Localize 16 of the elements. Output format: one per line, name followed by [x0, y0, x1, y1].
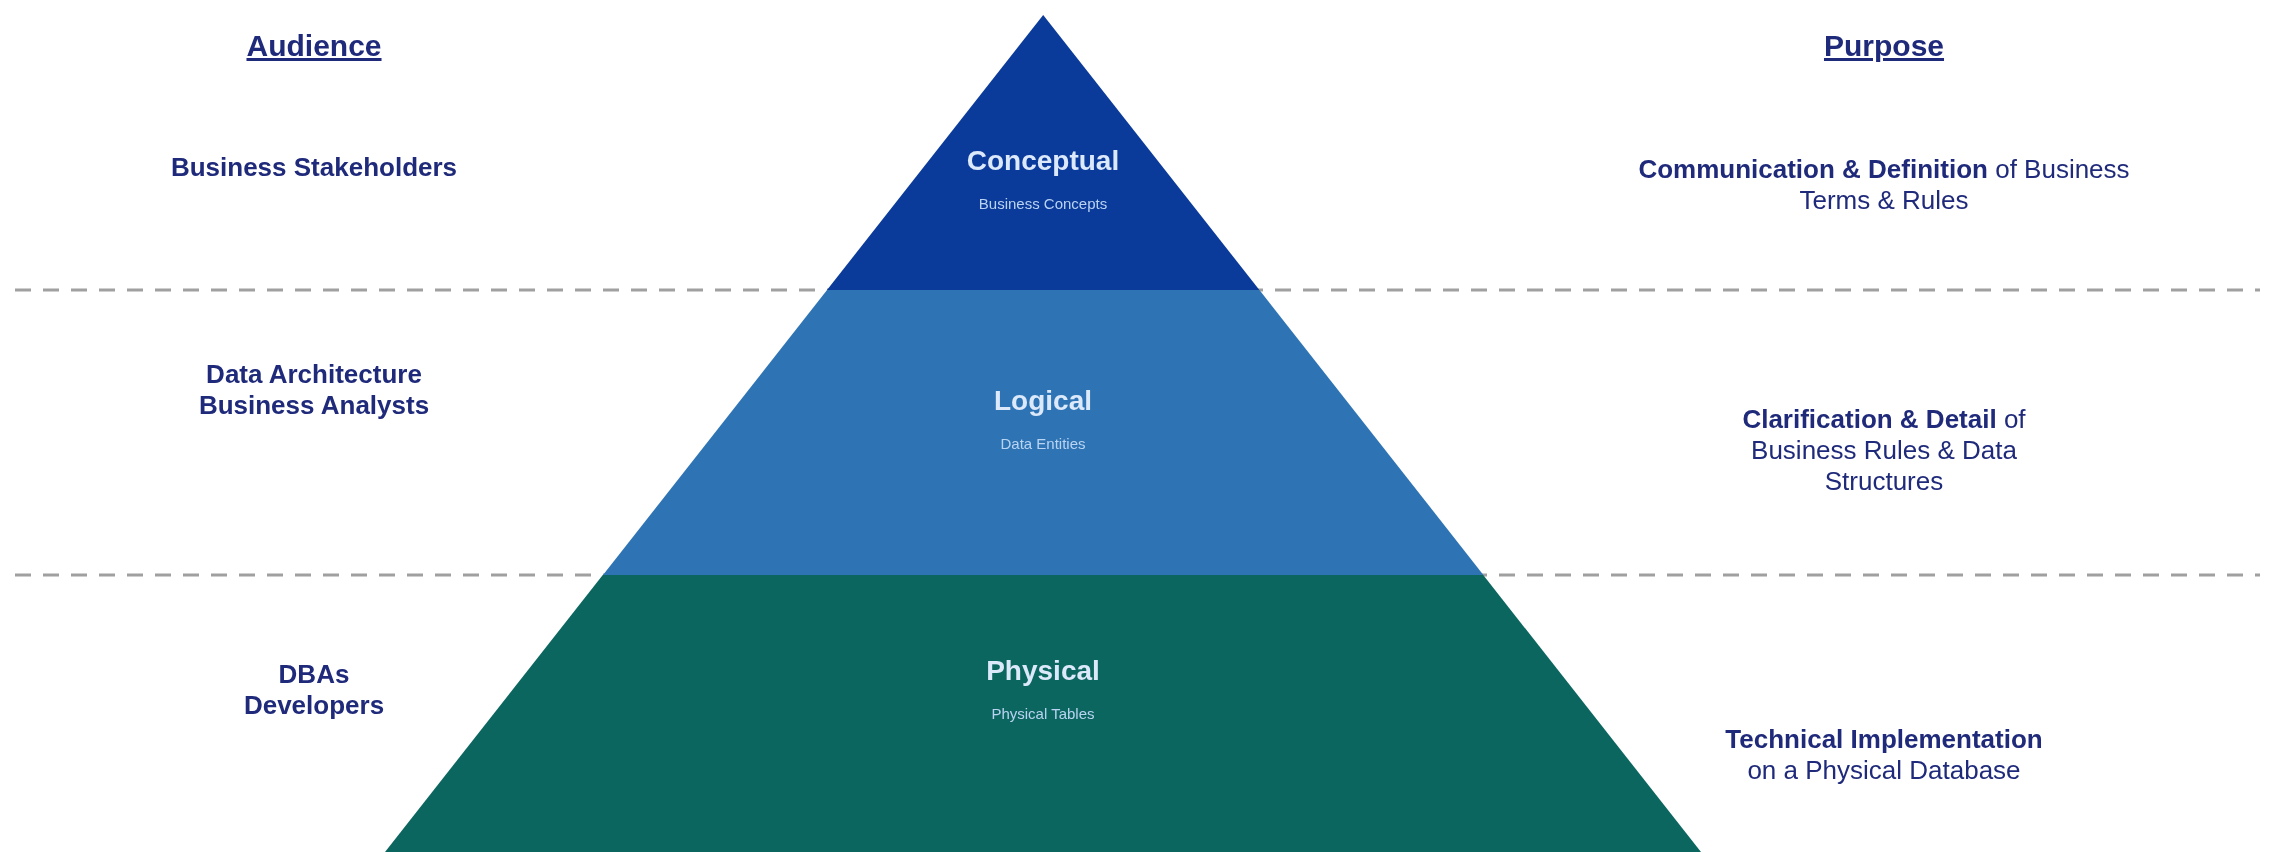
tier-subtitle: Data Entities	[1000, 435, 1086, 452]
tier-title: Logical	[993, 385, 1092, 416]
column-heading: Audience	[245, 29, 383, 63]
tier-title: Conceptual	[966, 145, 1120, 176]
tier-subtitle: Physical Tables	[991, 705, 1095, 722]
tier-subtitle: Business Concepts	[978, 195, 1108, 212]
purpose-text: Technical Implementation on a Physical Database	[1724, 724, 2044, 786]
purpose-text: Clarification & Detail of Business Rules & Data Structures	[1741, 403, 2027, 497]
audience-label: Data Architecture Business Analysts	[197, 359, 431, 421]
audience-label: DBAs Developers	[242, 659, 386, 721]
purpose-text: Communication & Definition of Business Terms & Rules	[1637, 154, 2131, 216]
column-heading: Purpose	[1823, 29, 1945, 63]
audience-label: Business Stakeholders	[169, 151, 459, 183]
pyramid-tier	[385, 575, 1701, 852]
pyramid-tier	[602, 290, 1484, 575]
tier-title: Physical	[986, 655, 1100, 686]
